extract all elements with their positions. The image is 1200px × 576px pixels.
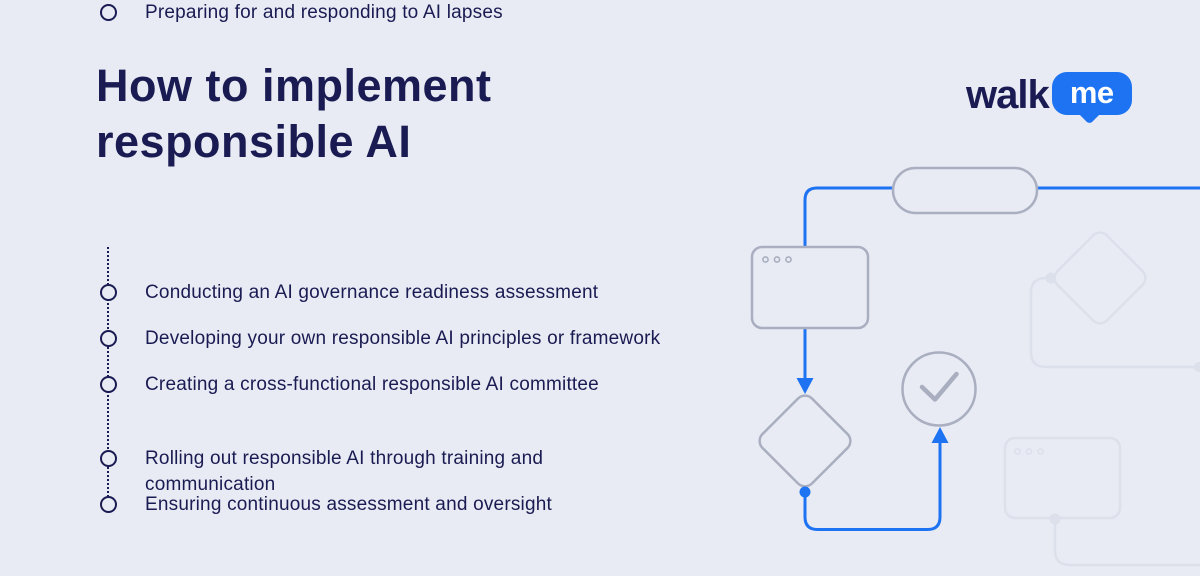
walkme-logo: walk me bbox=[966, 72, 1132, 125]
step-circle-icon bbox=[100, 284, 117, 301]
browser-window-icon bbox=[750, 245, 870, 330]
list-item: Preparing for and responding to AI lapse… bbox=[100, 0, 503, 26]
pill-node-shape bbox=[891, 166, 1039, 215]
step-label: Ensuring continuous assessment and overs… bbox=[145, 494, 552, 515]
faint-node-dot bbox=[1049, 513, 1061, 525]
faint-browser-dot bbox=[1025, 448, 1033, 455]
browser-dot bbox=[762, 256, 769, 263]
checkmark-icon bbox=[919, 371, 959, 402]
faint-decision-diamond-icon bbox=[1053, 231, 1147, 325]
step-circle-icon bbox=[100, 450, 117, 467]
step-label: Rolling out responsible AI through train… bbox=[145, 448, 544, 495]
step-circle-icon bbox=[100, 4, 117, 21]
list-item: Rolling out responsible AI through train… bbox=[100, 446, 543, 498]
blue-node-dot bbox=[799, 486, 811, 498]
list-item: Conducting an AI governance readiness as… bbox=[100, 280, 598, 306]
list-item: Creating a cross-functional responsible … bbox=[100, 372, 599, 398]
list-item: Developing your own responsible AI princ… bbox=[100, 326, 660, 352]
step-circle-icon bbox=[100, 496, 117, 513]
decision-diamond-icon bbox=[758, 394, 852, 488]
step-label: Preparing for and responding to AI lapse… bbox=[145, 2, 503, 23]
faint-browser-dot bbox=[1037, 448, 1044, 455]
logo-me-text: me bbox=[1069, 74, 1114, 110]
logo-walk-text: walk bbox=[966, 72, 1050, 117]
step-circle-icon bbox=[100, 330, 117, 347]
list-item: Ensuring continuous assessment and overs… bbox=[100, 492, 552, 518]
arrow-up-icon bbox=[931, 427, 949, 443]
faint-browser-dot bbox=[1014, 448, 1021, 455]
page-title: How to implement responsible AI bbox=[96, 60, 492, 167]
blue-connector-left bbox=[803, 186, 895, 382]
faint-node-dot bbox=[1045, 272, 1057, 284]
step-label: Conducting an AI governance readiness as… bbox=[145, 282, 599, 303]
blue-connector-bottom bbox=[803, 440, 942, 531]
check-circle-icon bbox=[901, 351, 977, 427]
step-circle-icon bbox=[100, 376, 117, 393]
step-label: Creating a cross-functional responsible … bbox=[145, 374, 599, 395]
browser-dot bbox=[773, 256, 781, 263]
faint-connector-line bbox=[1029, 276, 1200, 369]
browser-dot bbox=[785, 256, 792, 263]
logo-speech-bubble: me bbox=[1051, 72, 1132, 125]
faint-edge-node-dot bbox=[1194, 362, 1200, 372]
steps-list: Conducting an AI governance readiness as… bbox=[100, 0, 660, 518]
arrow-down-icon bbox=[796, 378, 814, 394]
step-label: Developing your own responsible AI princ… bbox=[145, 328, 661, 349]
faint-browser-window-icon bbox=[1003, 436, 1122, 520]
faint-connector-line bbox=[1053, 519, 1200, 567]
